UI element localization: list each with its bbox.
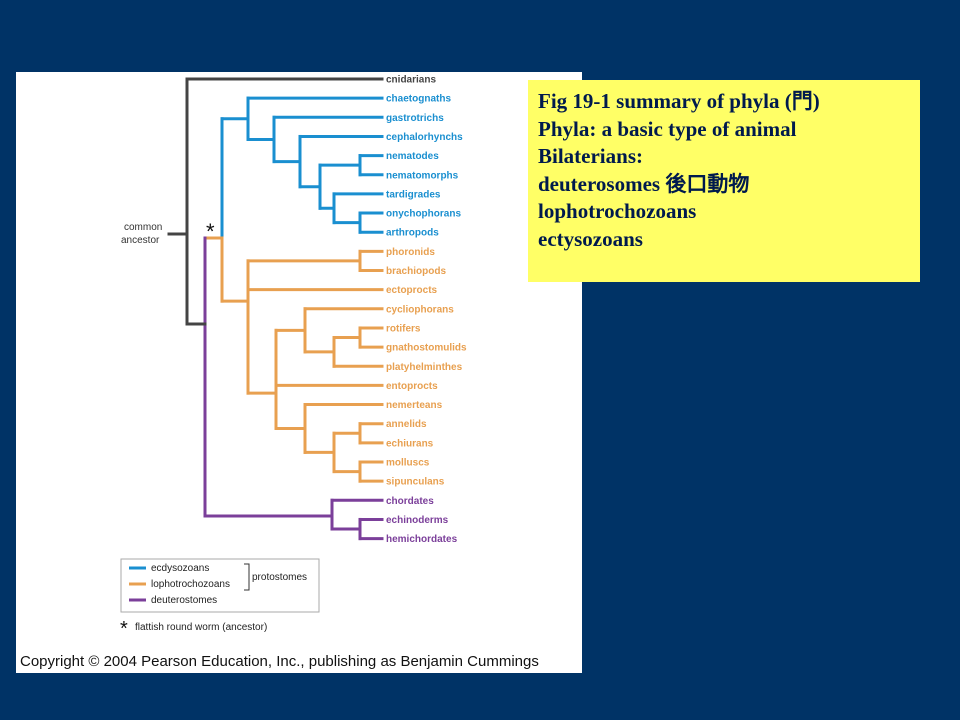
taxon-arthropods: arthropods — [386, 228, 439, 239]
taxon-tardigrades: tardigrades — [386, 189, 441, 200]
taxon-echiurans: echiurans — [386, 438, 434, 449]
taxon-gastrotrichs: gastrotrichs — [386, 113, 444, 124]
legend-protostomes: protostomes — [252, 572, 307, 583]
legend-lophotrochozoans: lophotrochozoans — [151, 579, 230, 590]
taxon-rotifers: rotifers — [386, 323, 421, 334]
summary-note: Fig 19-1 summary of phyla (門) Phyla: a b… — [528, 80, 920, 282]
taxon-nematomorphs: nematomorphs — [386, 170, 459, 181]
taxon-chaetognaths: chaetognaths — [386, 94, 451, 105]
phylogenetic-tree: cnidarians chaetognaths gastrotrichs cephal… — [20, 75, 539, 671]
taxon-gnathostomulids: gnathostomulids — [386, 343, 467, 354]
legend-star-note: flattish round worm (ancestor) — [135, 622, 267, 633]
taxon-molluscs: molluscs — [386, 458, 430, 469]
taxon-ectoprocts: ectoprocts — [386, 285, 438, 296]
taxon-sipunculans: sipunculans — [386, 477, 445, 488]
taxon-hemichordates: hemichordates — [386, 534, 458, 545]
note-line-phyla: Phyla: a basic type of animal — [538, 116, 797, 141]
taxon-platyhelminthes: platyhelminthes — [386, 362, 463, 373]
taxon-onychophorans: onychophorans — [386, 209, 461, 220]
legend-star: * — [120, 618, 128, 640]
legend-deuterostomes: deuterostomes — [151, 595, 217, 606]
star-marker: * — [206, 219, 215, 244]
taxon-annelids: annelids — [386, 419, 427, 430]
taxon-nematodes: nematodes — [386, 151, 439, 162]
taxon-cephalorhynchs: cephalorhynchs — [386, 132, 463, 143]
taxon-cycliophorans: cycliophorans — [386, 304, 454, 315]
copyright-line: Copyright © 2004 Pearson Education, Inc.… — [20, 653, 539, 670]
taxon-phoronids: phoronids — [386, 247, 435, 258]
taxon-chordates: chordates — [386, 496, 434, 507]
root-label-line2: ancestor — [121, 235, 160, 246]
legend: ecdysozoans lophotrochozoans deuterostom… — [120, 558, 320, 640]
note-line-lophotrochozoans: lophotrochozoans — [538, 199, 697, 223]
legend-ecdysozoans: ecdysozoans — [151, 563, 209, 574]
taxon-nemerteans: nemerteans — [386, 400, 443, 411]
taxon-echinoderms: echinoderms — [386, 515, 449, 526]
root-label-line1: common — [124, 222, 162, 233]
note-line-ectysozoans: ectysozoans — [538, 226, 643, 251]
phylogeny-figure: cnidarians chaetognaths gastrotrichs cephal… — [16, 72, 582, 673]
note-line-title: Fig 19-1 summary of phyla (門) — [538, 89, 820, 113]
taxon-entoprocts: entoprocts — [386, 381, 438, 392]
note-line-deuterosomes: deuterosomes 後口動物 — [538, 171, 750, 196]
taxon-cnidarians: cnidarians — [386, 75, 436, 86]
taxon-brachiopods: brachiopods — [386, 266, 446, 277]
note-line-bilaterians: Bilaterians: — [538, 144, 643, 168]
